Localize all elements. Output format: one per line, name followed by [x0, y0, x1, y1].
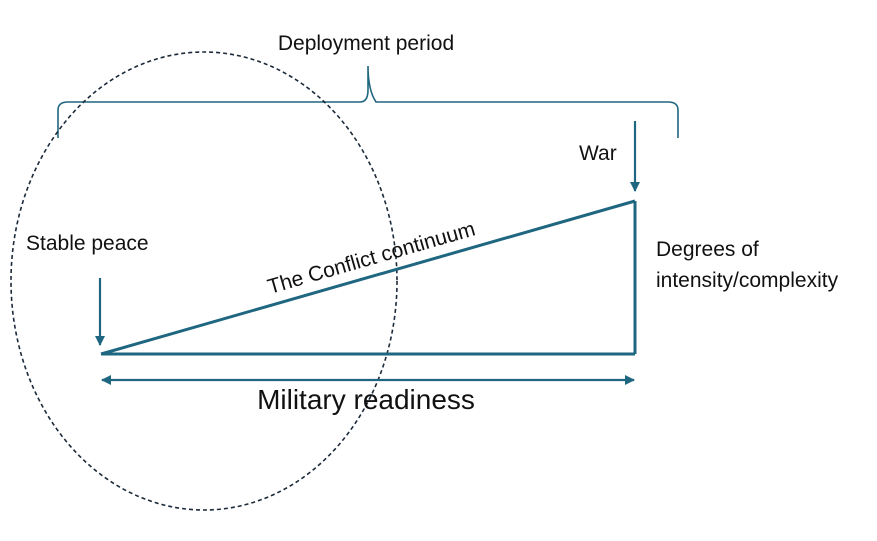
conflict-continuum-line — [100, 199, 636, 356]
deployment-ellipse — [10, 51, 398, 511]
deployment-period-label: Deployment period — [278, 32, 454, 55]
degrees-label-line2: intensity/complexity — [656, 269, 839, 292]
military-readiness-label: Military readiness — [257, 384, 475, 415]
degrees-label-line1: Degrees of — [656, 238, 759, 261]
stable-peace-label: Stable peace — [26, 232, 149, 255]
deployment-period-brace — [57, 65, 679, 138]
war-label: War — [579, 142, 617, 165]
conflict-continuum-label: The Conflict continuum — [265, 217, 478, 298]
degrees-intensity-label: Degrees of intensity/complexity — [656, 238, 839, 292]
